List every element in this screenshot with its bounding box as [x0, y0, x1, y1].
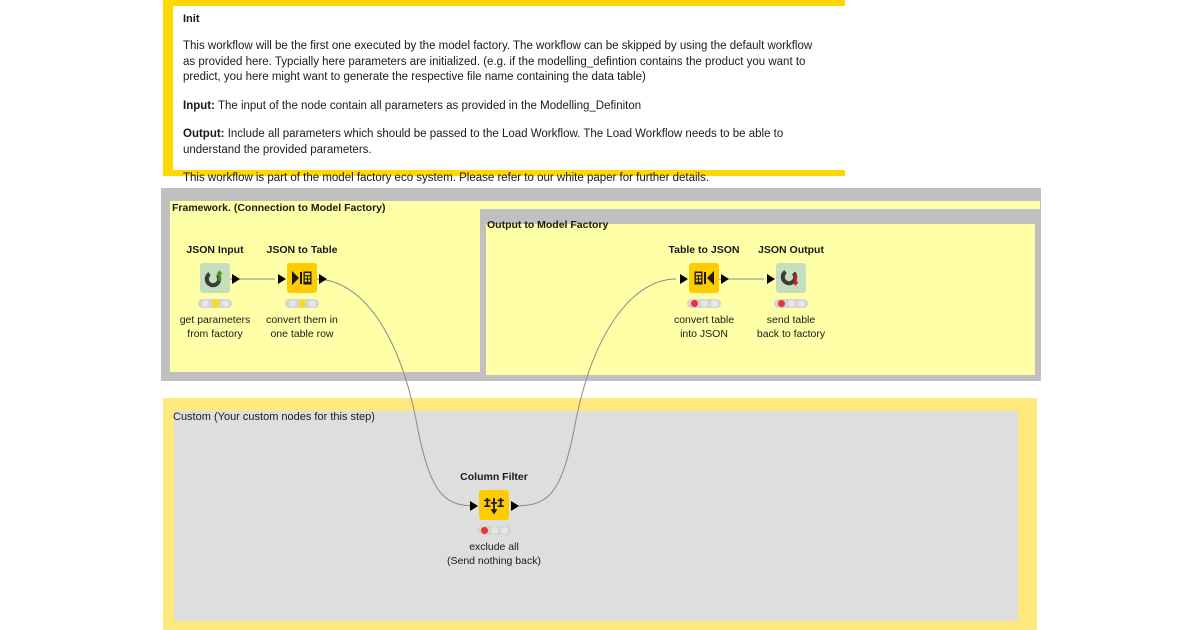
annotation-paragraph-input: Input: The input of the node contain all… — [183, 99, 823, 115]
led-off-middle — [700, 300, 708, 307]
led-off-left — [201, 300, 209, 307]
node-json-input-title: JSON Input — [186, 244, 244, 256]
annotation-paragraph-output: Output: Include all parameters which sho… — [183, 127, 823, 158]
led-off-right — [500, 527, 508, 534]
annotation-title: Init — [183, 13, 200, 25]
led-off-right — [797, 300, 805, 307]
led-yellow-middle — [211, 300, 219, 307]
node-json-output-input-port[interactable] — [767, 274, 775, 284]
node-json-output-desc-line-1: send table — [766, 314, 816, 326]
node-json-input-output-port[interactable] — [232, 274, 240, 284]
node-column-filter-description: exclude all (Send nothing back) — [434, 541, 554, 568]
led-red-left — [690, 300, 698, 307]
annotation-input-label: Input: — [183, 99, 215, 112]
node-column-filter-output-port[interactable] — [511, 501, 519, 511]
custom-group-title: Custom (Your custom nodes for this step) — [173, 411, 375, 423]
node-json-input[interactable]: JSON Input get parameters from factory — [155, 244, 275, 341]
node-json-input-description: get parameters from factory — [155, 314, 275, 341]
json-output-icon[interactable] — [767, 263, 806, 293]
led-off-right — [221, 300, 229, 307]
init-annotation-content: Init This workflow will be the first one… — [173, 6, 845, 184]
node-table-to-json-status — [687, 299, 721, 308]
led-off-right — [308, 300, 316, 307]
output-group-title: Output to Model Factory — [487, 219, 609, 231]
led-off-left — [288, 300, 296, 307]
led-red-left — [777, 300, 785, 307]
init-annotation-box: Init This workflow will be the first one… — [163, 0, 845, 184]
led-off-right — [710, 300, 718, 307]
node-json-input-desc-line-1: get parameters — [179, 314, 251, 326]
node-column-filter-title: Column Filter — [460, 471, 528, 483]
node-json-to-table-title: JSON to Table — [266, 244, 338, 256]
node-json-to-table-input-port[interactable] — [278, 274, 286, 284]
led-red-left — [480, 527, 488, 534]
annotation-output-text: Include all parameters which should be p… — [183, 128, 784, 156]
node-json-output-status — [774, 299, 808, 308]
annotation-paragraph-description: This workflow will be the first one exec… — [183, 40, 813, 83]
custom-group[interactable] — [163, 398, 1037, 630]
node-column-filter-desc-line-1: exclude all — [469, 541, 519, 553]
led-off-middle — [490, 527, 498, 534]
node-json-to-table-status — [285, 299, 319, 308]
node-json-to-table-figure — [242, 262, 362, 294]
node-json-to-table-desc-line-2: one table row — [270, 327, 334, 340]
annotation-input-text: The input of the node contain all parame… — [217, 99, 642, 112]
node-json-output-figure — [731, 262, 851, 294]
annotation-paragraph-footer: This workflow is part of the model facto… — [183, 172, 710, 184]
annotation-output-label: Output: — [183, 128, 225, 140]
node-json-to-table-description: convert them in one table row — [242, 314, 362, 341]
node-column-filter[interactable]: Column Filter exclude all (Send nothing … — [434, 471, 554, 568]
node-json-output-title: JSON Output — [758, 244, 824, 256]
led-yellow-middle — [298, 300, 306, 307]
column-filter-icon[interactable] — [470, 490, 519, 520]
node-table-to-json-desc-line-2: into JSON — [680, 327, 728, 340]
node-json-input-desc-line-2: from factory — [187, 327, 243, 340]
node-json-output-desc-line-2: back to factory — [756, 327, 826, 340]
node-table-to-json-input-port[interactable] — [680, 274, 688, 284]
node-column-filter-desc-line-2: (Send nothing back) — [447, 554, 541, 567]
json-input-icon[interactable] — [200, 263, 240, 293]
node-json-output[interactable]: JSON Output send table back to factory — [731, 244, 851, 341]
node-column-filter-input-port[interactable] — [470, 501, 478, 511]
led-off-middle — [787, 300, 795, 307]
framework-group-title: Framework. (Connection to Model Factory) — [172, 202, 386, 214]
custom-group-body — [174, 411, 1018, 621]
node-table-to-json-title: Table to JSON — [668, 244, 740, 256]
node-table-to-json-desc-line-1: convert table — [673, 314, 735, 326]
node-json-input-status — [198, 299, 232, 308]
node-json-output-description: send table back to factory — [731, 314, 851, 341]
node-table-to-json-description: convert table into JSON — [644, 314, 764, 341]
node-table-to-json-output-port[interactable] — [721, 274, 729, 284]
table-to-json-icon[interactable] — [680, 263, 729, 293]
json-to-table-icon[interactable] — [278, 263, 327, 293]
node-column-filter-status — [477, 526, 511, 535]
node-column-filter-figure — [434, 489, 554, 521]
framework-group-header-strip — [480, 201, 1040, 209]
node-json-to-table-output-port[interactable] — [319, 274, 327, 284]
node-json-to-table-desc-line-1: convert them in — [266, 314, 338, 326]
node-json-to-table[interactable]: JSON to Table convert them in one table … — [242, 244, 362, 341]
